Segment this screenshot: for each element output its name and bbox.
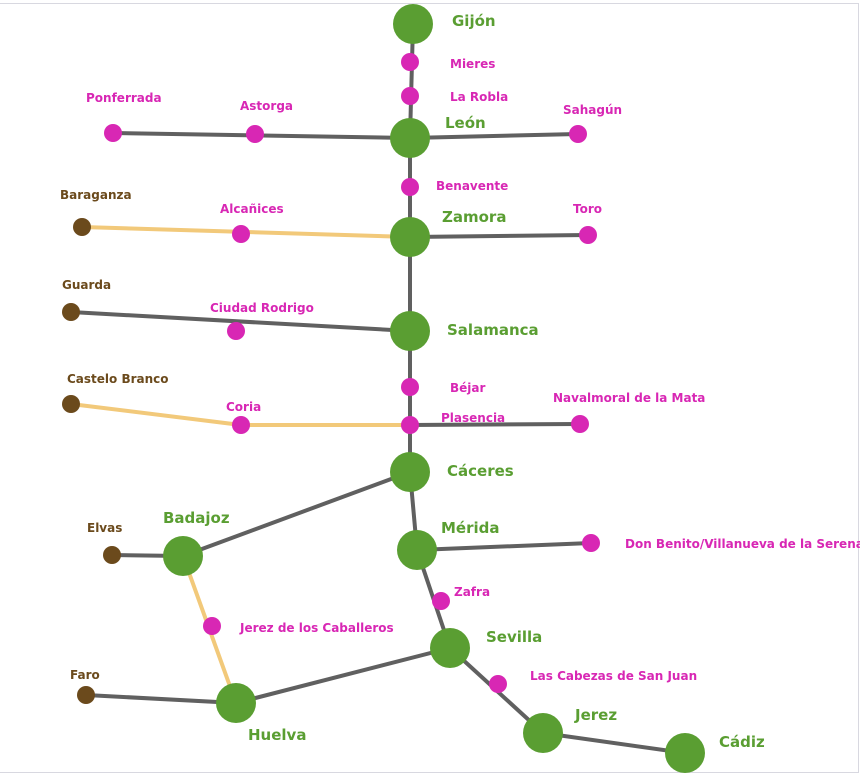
- diagram-frame: [0, 3, 859, 773]
- station-label-mieres: Mieres: [450, 57, 495, 71]
- station-marker-coria: [232, 416, 250, 434]
- station-label-ciudad-rodrigo: Ciudad Rodrigo: [210, 301, 314, 315]
- station-label-zafra: Zafra: [454, 585, 490, 599]
- station-label-astorga: Astorga: [240, 99, 293, 113]
- connection-plasencia-navalmoral: [408, 422, 582, 427]
- station-marker-sahagun: [569, 125, 587, 143]
- station-label-leon: León: [445, 114, 486, 132]
- station-marker-caceres: [390, 452, 430, 492]
- station-marker-navalmoral: [571, 415, 589, 433]
- station-label-jerez-caballeros: Jerez de los Caballeros: [239, 621, 394, 635]
- station-label-faro: Faro: [70, 668, 100, 682]
- station-label-merida: Mérida: [441, 519, 500, 537]
- station-label-badajoz: Badajoz: [163, 509, 230, 527]
- station-marker-badajoz: [163, 536, 203, 576]
- station-label-elvas: Elvas: [87, 521, 122, 535]
- station-marker-cadiz: [665, 733, 705, 773]
- station-label-benavente: Benavente: [436, 179, 508, 193]
- station-marker-huelva: [216, 683, 256, 723]
- station-marker-ponferrada: [104, 124, 122, 142]
- station-marker-jerez-caballeros: [203, 617, 221, 635]
- station-label-baraganza: Baraganza: [60, 188, 132, 202]
- connection-huelva-sevilla: [234, 646, 452, 705]
- station-label-huelva: Huelva: [248, 726, 306, 744]
- station-marker-mieres: [401, 53, 419, 71]
- station-marker-bejar: [401, 378, 419, 396]
- station-marker-cabezas: [489, 675, 507, 693]
- connection-guarda-salamanca: [69, 310, 412, 333]
- station-marker-faro: [77, 686, 95, 704]
- station-marker-zafra: [432, 592, 450, 610]
- station-label-zamora: Zamora: [442, 208, 506, 226]
- station-label-salamanca: Salamanca: [447, 321, 539, 339]
- station-marker-plasencia: [401, 416, 419, 434]
- station-marker-la-robla: [401, 87, 419, 105]
- station-label-la-robla: La Robla: [450, 90, 508, 104]
- station-marker-baraganza: [73, 218, 91, 236]
- station-label-alcanices: Alcañices: [220, 202, 284, 216]
- station-label-guarda: Guarda: [62, 278, 111, 292]
- connection-merida-don-benito: [415, 541, 593, 552]
- station-label-castelo-branco: Castelo Branco: [67, 372, 169, 386]
- connection-caceres-badajoz: [181, 470, 412, 558]
- station-marker-gijon: [393, 4, 433, 44]
- connection-castelo-branco-coria: [69, 402, 243, 427]
- station-label-jerez: Jerez: [574, 706, 617, 724]
- station-marker-guarda: [62, 303, 80, 321]
- connection-lines: [69, 22, 687, 755]
- station-marker-jerez: [523, 713, 563, 753]
- station-label-sahagun: Sahagún: [563, 103, 622, 117]
- station-marker-zamora: [390, 217, 430, 257]
- connection-faro-huelva: [84, 693, 238, 705]
- station-label-gijon: Gijón: [452, 12, 496, 30]
- station-marker-toro: [579, 226, 597, 244]
- station-label-ponferrada: Ponferrada: [86, 91, 162, 105]
- station-markers: [62, 4, 705, 773]
- station-marker-salamanca: [390, 311, 430, 351]
- station-label-bejar: Béjar: [450, 381, 485, 395]
- station-marker-benavente: [401, 178, 419, 196]
- connection-jerez-cadiz: [541, 731, 687, 755]
- station-label-plasencia: Plasencia: [441, 411, 505, 425]
- station-marker-elvas: [103, 546, 121, 564]
- station-label-navalmoral: Navalmoral de la Mata: [553, 391, 705, 405]
- station-label-cadiz: Cádiz: [719, 733, 765, 751]
- connection-zamora-toro: [408, 233, 590, 239]
- station-marker-castelo-branco: [62, 395, 80, 413]
- station-marker-sevilla: [430, 628, 470, 668]
- station-label-toro: Toro: [573, 202, 602, 216]
- station-label-don-benito: Don Benito/Villanueva de la Serena: [625, 537, 860, 551]
- station-marker-leon: [390, 118, 430, 158]
- station-marker-astorga: [246, 125, 264, 143]
- station-label-coria: Coria: [226, 400, 261, 414]
- connection-leon-sahagun: [408, 132, 580, 140]
- station-label-caceres: Cáceres: [447, 462, 514, 480]
- station-marker-alcanices: [232, 225, 250, 243]
- station-label-cabezas: Las Cabezas de San Juan: [530, 669, 697, 683]
- station-marker-don-benito: [582, 534, 600, 552]
- station-marker-merida: [397, 530, 437, 570]
- station-marker-ciudad-rodrigo: [227, 322, 245, 340]
- station-label-sevilla: Sevilla: [486, 628, 542, 646]
